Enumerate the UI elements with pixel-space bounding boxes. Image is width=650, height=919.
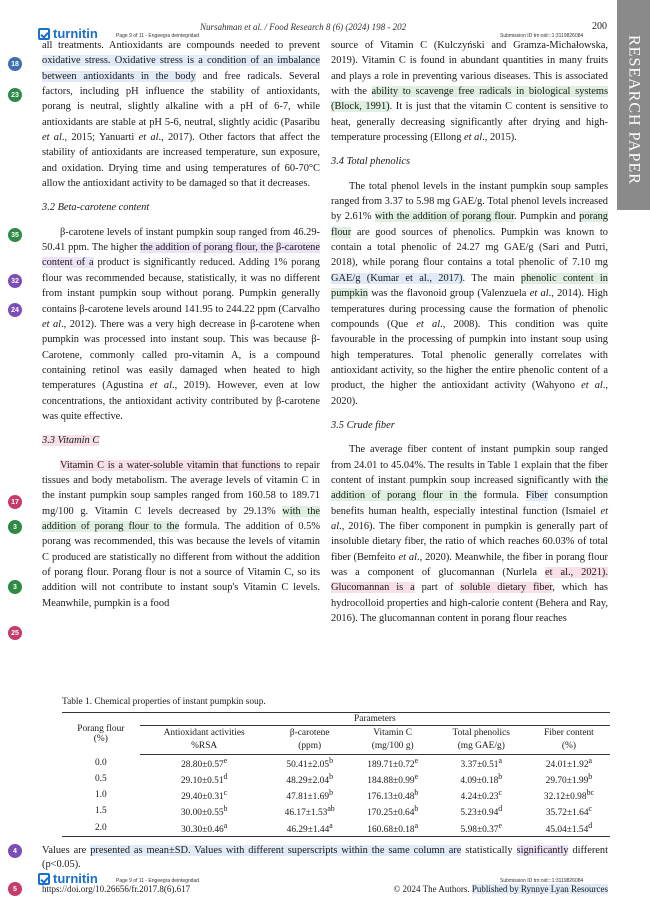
marker-label: 3 <box>13 583 17 591</box>
doi-link[interactable]: https://doi.org/10.26656/fr.2017.8(6).61… <box>42 884 191 894</box>
cell-porang: 0.5 <box>94 774 107 785</box>
table-cell: 29.70±1.99b <box>545 772 593 787</box>
similarity-marker[interactable]: 3 <box>8 520 22 534</box>
turnitin-submission-id-footer: Submission ID trn:oid:::1:3119826084 <box>500 878 584 884</box>
turnitin-logo: turnitin <box>38 871 98 886</box>
sidebar-label: RESEARCH PAPER <box>625 35 643 185</box>
sidebar-band <box>617 0 650 210</box>
cell-porang: 2.0 <box>62 819 140 837</box>
paragraph: The total phenol levels in the instant p… <box>331 180 609 407</box>
similarity-marker[interactable]: 35 <box>8 228 22 242</box>
table-row: 0.5 29.10±0.51d 48.29±2.04b 184.88±0.99e 4.0… <box>62 771 610 787</box>
table-cell: 47.81±1.69b <box>286 788 333 803</box>
similarity-marker[interactable]: 24 <box>8 303 22 317</box>
cell-porang: 0.0 <box>94 757 107 768</box>
column-header: Antioxidant activities%RSA <box>139 725 269 755</box>
table-cell: 5.98±0.37e <box>434 819 528 837</box>
similarity-marker[interactable]: 4 <box>8 844 22 858</box>
table-cell: 189.71±0.72e <box>367 756 419 771</box>
table-row: 1.5 30.00±0.55b 46.17±1.53ab 170.25±0.64b 5.… <box>62 803 610 819</box>
marker-label: 24 <box>11 306 19 314</box>
table-cell: 29.10±0.51d <box>180 772 228 787</box>
table-cell: 32.12±0.98bc <box>543 788 594 803</box>
table-cell: 4.09±0.18b <box>460 772 503 787</box>
marker-label: 4 <box>13 847 17 855</box>
table-cell: 50.41±2.05b <box>286 756 333 771</box>
header-parameters: Parameters <box>139 712 610 726</box>
left-column: all treatments. Antioxidants are compoun… <box>42 38 320 611</box>
table-cell: 35.72±1.64c <box>545 804 592 819</box>
cell-porang: 1.5 <box>94 806 107 817</box>
table-cell: 24.01±1.92a <box>545 756 592 771</box>
turnitin-wordmark: turnitin <box>53 871 98 886</box>
section-heading: 3.5 Crude fiber <box>331 419 395 431</box>
table-cell: 30.30±0.46a <box>139 819 269 837</box>
header-porang: Porang flour(%) <box>62 712 140 755</box>
similarity-marker[interactable]: 23 <box>8 88 22 102</box>
marker-label: 5 <box>13 885 17 893</box>
column-header: Fiber content(%) <box>527 725 610 755</box>
table-cell: 46.17±1.53ab <box>284 804 335 819</box>
similarity-marker[interactable]: 25 <box>8 626 22 640</box>
table-cell: 184.88±0.99e <box>367 772 419 787</box>
section-heading: 3.4 Total phenolics <box>331 156 410 168</box>
table-caption: Table 1. Chemical properties of instant … <box>62 697 266 707</box>
turnitin-page-info: Page 9 of 11 - Engeegra deintegridad <box>116 33 200 39</box>
table-cell: 176.13±0.48b <box>367 788 419 803</box>
similarity-marker[interactable]: 17 <box>8 495 22 509</box>
paragraph: β-carotene levels of instant pumpkin sou… <box>42 226 320 422</box>
table-cell: 48.29±2.04b <box>286 772 333 787</box>
column-header: Vitamin C(mg/100 g) <box>350 725 435 755</box>
table-cell: 3.37±0.51a <box>460 756 502 771</box>
table-cell: 46.29±1.44a <box>268 819 351 837</box>
turnitin-wordmark: turnitin <box>53 26 98 41</box>
table-cell: 170.25±0.64b <box>367 804 419 819</box>
chemical-properties-table: Porang flour(%) Parameters Antioxidant a… <box>62 712 610 837</box>
marker-label: 35 <box>11 231 19 239</box>
right-column: source of Vitamin C (Kulczyński and Gram… <box>331 38 609 626</box>
marker-label: 32 <box>11 277 19 285</box>
similarity-marker[interactable]: 18 <box>8 57 22 71</box>
paragraph: all treatments. Antioxidants are compoun… <box>42 40 320 190</box>
table-note: Values are presented as mean±SD. Values … <box>42 845 608 870</box>
table-cell: 5.23±0.94d <box>460 804 503 819</box>
table-row: 1.0 29.40±0.31c 47.81±1.69b 176.13±0.48b 4.2… <box>62 787 610 803</box>
cell-porang: 1.0 <box>94 790 107 801</box>
page-number: 200 <box>592 21 607 32</box>
section-heading: 3.2 Beta-carotene content <box>42 202 150 214</box>
checkmark-icon <box>38 872 50 885</box>
paragraph: Vitamin C is a water-soluble vitamin tha… <box>42 459 320 609</box>
table-cell: 28.80±0.57e <box>181 756 228 771</box>
marker-label: 25 <box>11 629 19 637</box>
table-cell: 30.00±0.55b <box>180 804 228 819</box>
table-cell: 29.40±0.31c <box>181 788 228 803</box>
checkmark-icon <box>38 27 50 40</box>
marker-label: 17 <box>11 498 19 506</box>
turnitin-submission-id: Submission ID trn:oid:::1:3119826084 <box>500 33 584 39</box>
turnitin-page-info-footer: Page 9 of 11 - Engeegra deintegridad <box>116 878 200 884</box>
column-header: β-carotene(ppm) <box>268 725 351 755</box>
table-row: 0.0 28.80±0.57e 50.41±2.05b 189.71±0.72e 3.3… <box>62 755 610 772</box>
marker-label: 3 <box>13 523 17 531</box>
similarity-marker[interactable]: 3 <box>8 580 22 594</box>
table-cell: 4.24±0.23c <box>460 788 502 803</box>
copyright: © 2024 The Authors. Published by Rynnye … <box>393 884 608 894</box>
paragraph: source of Vitamin C (Kulczyński and Gram… <box>331 40 609 144</box>
table-cell: 45.04±1.54d <box>527 819 610 837</box>
paragraph: The average fiber content of instant pum… <box>331 444 609 625</box>
turnitin-logo: turnitin <box>38 26 98 41</box>
section-heading: 3.3 Vitamin C <box>42 435 100 447</box>
column-header: Total phenolics(mg GAE/g) <box>434 725 528 755</box>
similarity-marker[interactable]: 5 <box>8 882 22 896</box>
marker-label: 18 <box>11 60 19 68</box>
running-head: Nursahman et al. / Food Research 8 (6) (… <box>200 22 407 32</box>
similarity-marker[interactable]: 32 <box>8 274 22 288</box>
marker-label: 23 <box>11 91 19 99</box>
table-cell: 160.68±0.18a <box>350 819 435 837</box>
